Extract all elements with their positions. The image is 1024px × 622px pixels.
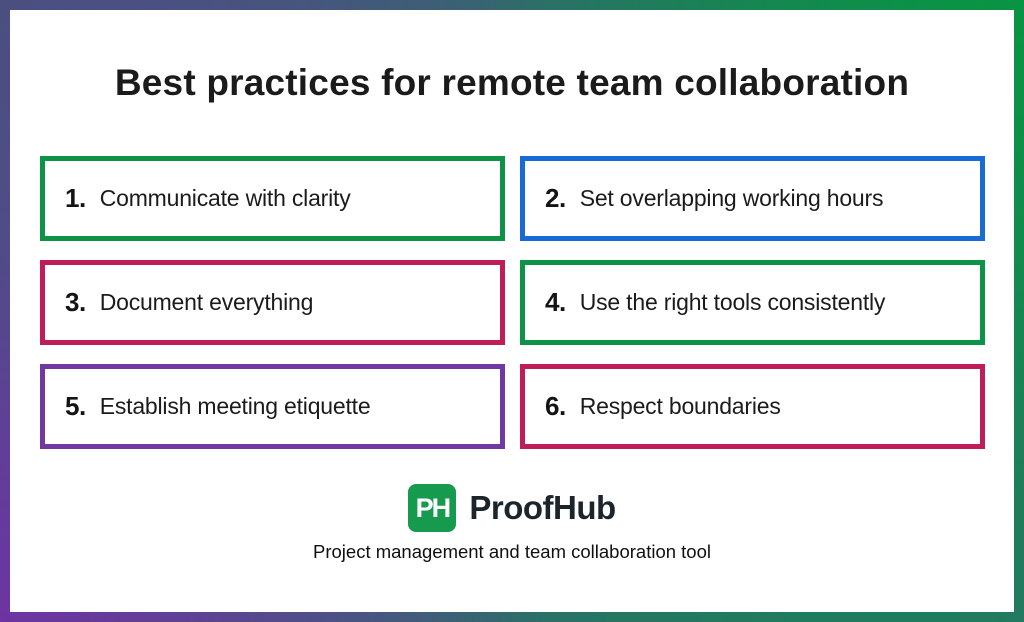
practice-box-6: 6. Respect boundaries — [520, 364, 985, 449]
practice-label: Communicate with clarity — [99, 185, 351, 211]
practice-number: 6. — [545, 391, 566, 421]
practice-label: Document everything — [99, 289, 314, 315]
practice-number: 3. — [65, 287, 86, 317]
practice-box-2: 2. Set overlapping working hours — [520, 156, 985, 241]
practice-number: 1. — [65, 183, 86, 213]
practice-label: Set overlapping working hours — [579, 185, 884, 211]
practice-label: Respect boundaries — [579, 393, 781, 419]
page-title: Best practices for remote team collabora… — [114, 62, 910, 103]
practices-grid: 1. Communicate with clarity 2. Set overl… — [40, 156, 985, 449]
proofhub-logo-icon: PH — [408, 484, 457, 532]
practice-box-5: 5. Establish meeting etiquette — [40, 364, 505, 449]
practice-box-1: 1. Communicate with clarity — [40, 156, 505, 241]
practice-number: 5. — [65, 391, 86, 421]
practice-label: Establish meeting etiquette — [99, 393, 371, 419]
brand-name: ProofHub — [469, 489, 616, 526]
brand-tagline: Project management and team collaboratio… — [313, 541, 711, 562]
practice-label: Use the right tools consistently — [579, 289, 886, 315]
practice-number: 4. — [545, 287, 566, 317]
brand-row: PH ProofHub — [10, 484, 1014, 532]
practice-box-4: 4. Use the right tools consistently — [520, 260, 985, 345]
content-panel: Best practices for remote team collabora… — [10, 10, 1014, 612]
practice-number: 2. — [545, 183, 566, 213]
practice-box-3: 3. Document everything — [40, 260, 505, 345]
